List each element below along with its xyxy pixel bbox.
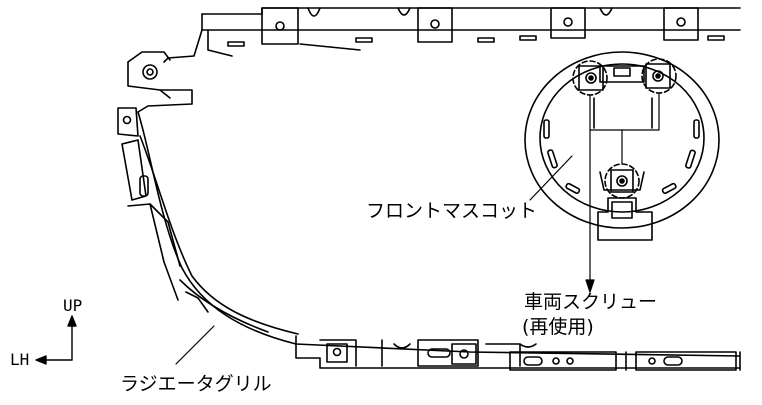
lh-direction-label: LH — [10, 350, 30, 369]
vehicle-screw-label: 車両スクリュー — [524, 291, 658, 313]
front-mascot-emblem — [524, 51, 720, 241]
radiator-grille-label: ラジエータグリル — [120, 373, 272, 395]
radiator-grille-frame — [117, 7, 741, 371]
front-mascot-label: フロントマスコット — [366, 200, 538, 222]
up-direction-label: UP — [63, 296, 83, 315]
leader-lines — [175, 92, 660, 365]
orientation-indicator — [35, 315, 77, 365]
reuse-note-label: (再使用) — [522, 316, 594, 338]
